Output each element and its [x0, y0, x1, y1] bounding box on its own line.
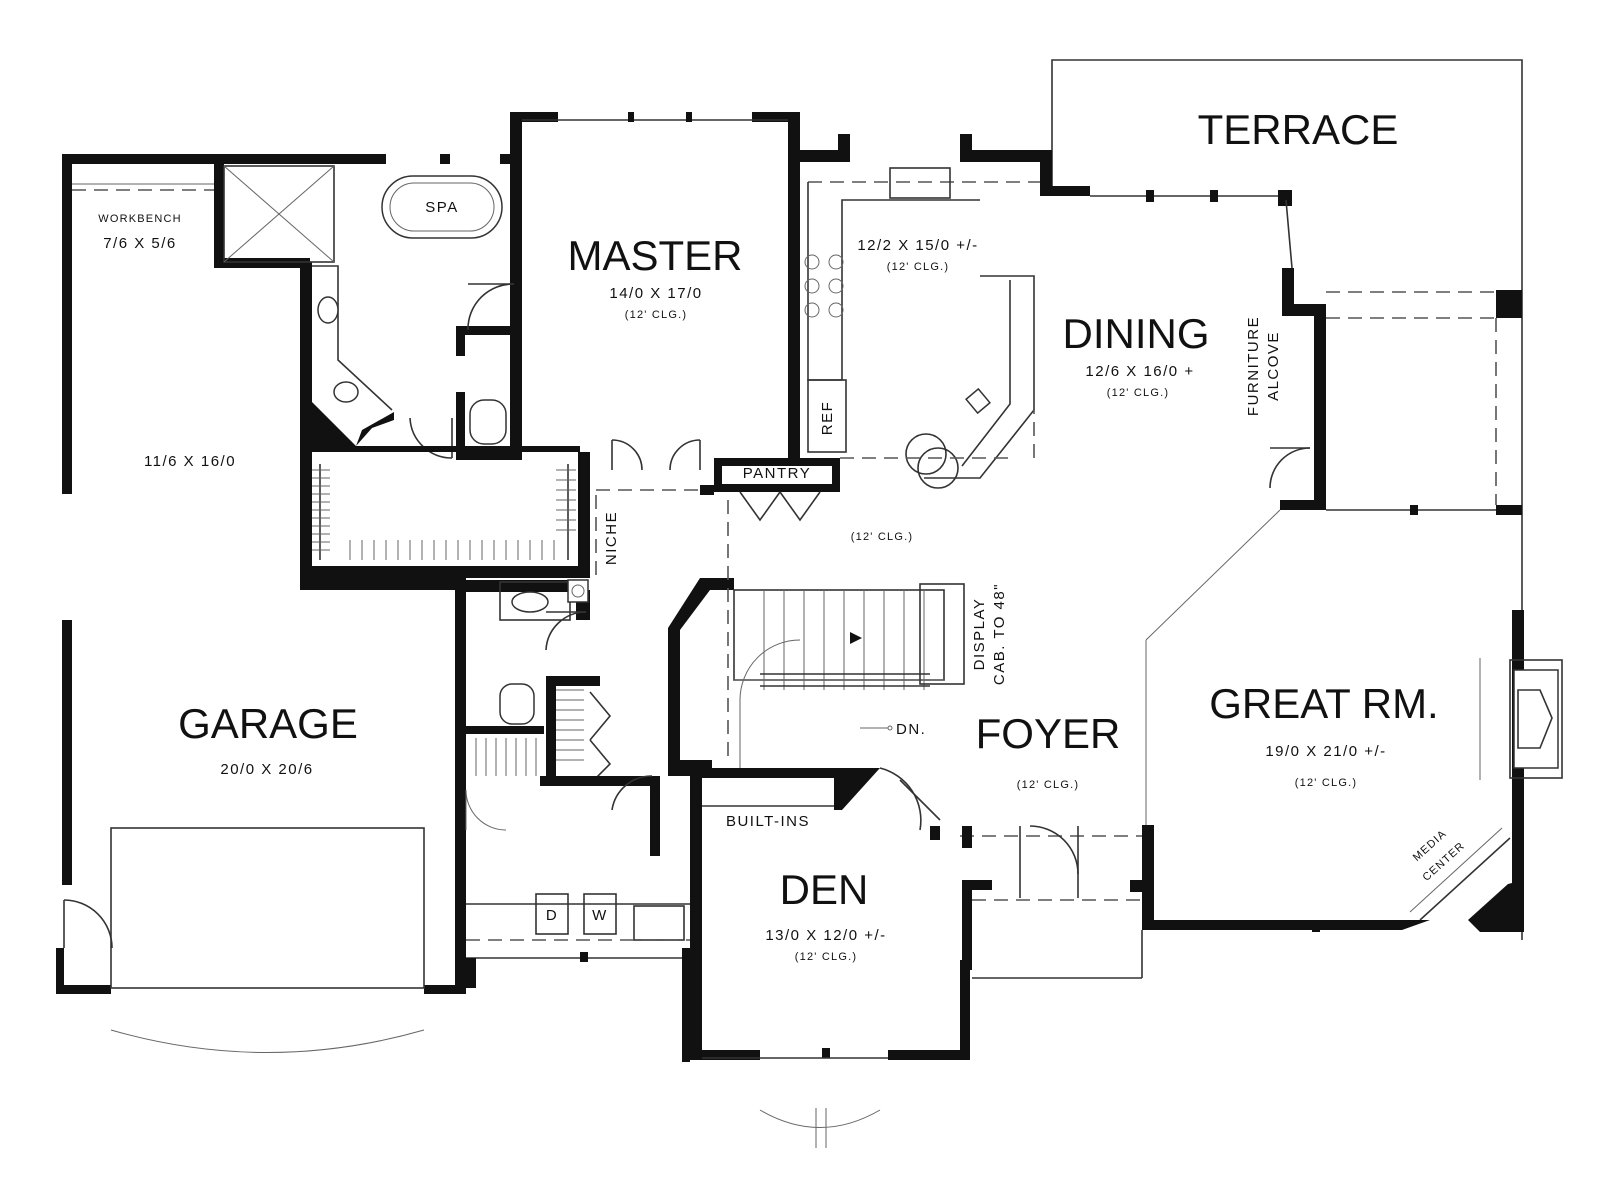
dining-ceiling: (12' CLG.): [1107, 387, 1169, 399]
closet-hangers-right: [556, 469, 576, 531]
master-suite-walls: [223, 112, 850, 578]
foyer-label: FOYER: [976, 710, 1121, 757]
kitchen-walls: [596, 134, 1090, 522]
den-walls: [690, 760, 970, 1148]
washer-label: W: [592, 907, 608, 924]
display-label-1: DISPLAY: [971, 598, 988, 671]
great-room-ceiling: (12' CLG.): [1295, 777, 1357, 789]
spa-label: SPA: [425, 199, 458, 216]
dining-label: DINING: [1063, 310, 1210, 357]
pantry-label: PANTRY: [743, 465, 811, 482]
ref-label: REF: [819, 401, 836, 436]
display-label-2: CAB. TO 48": [991, 583, 1008, 685]
den-ceiling: (12' CLG.): [795, 951, 857, 963]
garage-dims: 20/0 X 20/6: [220, 761, 313, 778]
dining-walls: [1033, 190, 1522, 515]
furniture-label-1: FURNITURE: [1245, 316, 1262, 416]
garage-label: GARAGE: [178, 700, 358, 747]
terrace-outline: [1051, 59, 1523, 940]
kitchen-ceiling: (12' CLG.): [887, 261, 949, 273]
closet-hangers-left: [312, 469, 330, 551]
terrace-label: TERRACE: [1198, 106, 1399, 153]
furniture-label-2: ALCOVE: [1265, 331, 1282, 401]
master-dims: 14/0 X 17/0: [609, 285, 702, 302]
hall-laundry: [466, 495, 690, 1062]
kitchen-dims: 12/2 X 15/0 +/-: [857, 237, 978, 254]
storage-dims: 11/6 X 16/0: [144, 453, 236, 470]
workbench-label: WORKBENCH: [98, 213, 182, 225]
garage-walls: [56, 154, 507, 1053]
built-ins-label: BUILT-INS: [726, 813, 810, 830]
master-label: MASTER: [567, 232, 742, 279]
great-room-dims: 19/0 X 21/0 +/-: [1265, 743, 1386, 760]
den-label: DEN: [780, 866, 869, 913]
stair-foyer: [668, 485, 1143, 979]
dining-dims: 12/6 X 16/0 +: [1085, 363, 1194, 380]
dryer-label: D: [546, 907, 558, 924]
closet-hangers-bottom: [349, 540, 555, 560]
great-room-label: GREAT RM.: [1209, 680, 1438, 727]
foyer-ceiling: (12' CLG.): [1017, 779, 1079, 791]
great-room-walls: [1142, 509, 1563, 932]
workbench-dims: 7/6 X 5/6: [103, 235, 177, 252]
dn-label: DN.: [896, 721, 926, 738]
hall-ceiling: (12' CLG.): [851, 531, 913, 543]
niche-label: NICHE: [603, 511, 620, 565]
master-ceiling: (12' CLG.): [625, 309, 687, 321]
den-dims: 13/0 X 12/0 +/-: [765, 927, 886, 944]
